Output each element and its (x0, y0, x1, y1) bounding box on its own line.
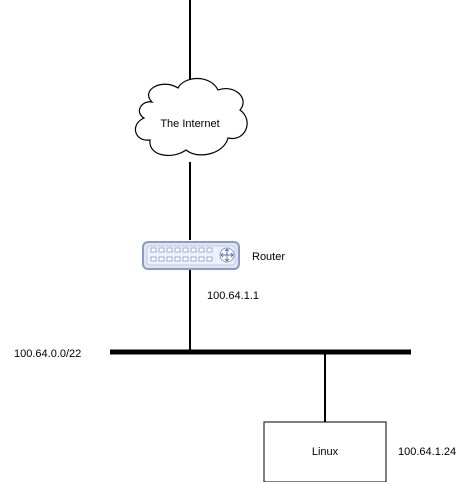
linux-host-label: Linux (312, 446, 339, 458)
router-label: Router (252, 251, 285, 263)
linux-host-ip-label: 100.64.1.24 (398, 446, 456, 458)
router[interactable]: Router (142, 241, 285, 270)
cloud-label: The Internet (160, 118, 219, 130)
internet-cloud[interactable]: The Internet (134, 77, 248, 157)
linux-host-box (263, 421, 387, 482)
router-ip-label: 100.64.1.1 (207, 290, 259, 302)
subnet-label: 100.64.0.0/22 (14, 348, 81, 360)
cloud-icon (134, 77, 248, 157)
router-icon (142, 241, 240, 270)
linux-host[interactable]: Linux (263, 421, 387, 482)
